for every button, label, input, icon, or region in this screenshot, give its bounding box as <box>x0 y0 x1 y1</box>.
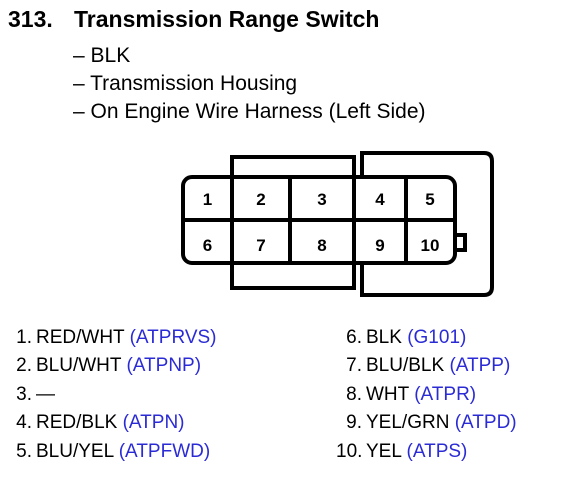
pin-number: 5. <box>16 440 32 462</box>
signal-name: (ATPS) <box>406 440 468 462</box>
pin-number: 4. <box>16 412 32 434</box>
connector-tab <box>455 233 467 252</box>
list-item: 2.BLU/WHT (ATPNP) <box>6 352 266 380</box>
wire-color: BLK <box>366 327 402 348</box>
connector-latch-housing <box>360 151 494 297</box>
pin-label: 4 <box>375 190 385 209</box>
list-item: 10.YEL (ATPS) <box>336 438 574 466</box>
signal-name: (ATPNP) <box>126 355 202 377</box>
list-item: 7.BLU/BLK (ATPP) <box>336 352 574 380</box>
wire-color: BLU/WHT <box>36 355 122 377</box>
detail-harness: – On Engine Wire Harness (Left Side) <box>73 100 426 123</box>
detail-color: – BLK <box>73 44 131 67</box>
pin-label: 5 <box>425 190 434 209</box>
connector-key-upper <box>230 155 356 177</box>
pin-label: 2 <box>256 190 265 209</box>
wire-color: RED/WHT <box>36 327 125 348</box>
list-item: 6.BLK (G101) <box>336 324 574 352</box>
list-item: 5.BLU/YEL (ATPFWD) <box>6 438 266 466</box>
wire-color: YEL/GRN <box>366 412 450 434</box>
list-item: 4.RED/BLK (ATPN) <box>6 409 266 437</box>
pin-number: 9. <box>346 412 362 434</box>
pin-number: 6. <box>346 327 362 348</box>
signal-name: (ATPR) <box>414 383 477 405</box>
pin-number: 10. <box>336 440 363 462</box>
title-text: Transmission Range Switch <box>74 6 380 32</box>
connector-key-lower <box>230 263 356 290</box>
pin-number: 7. <box>346 355 362 377</box>
detail-location: – Transmission Housing <box>73 72 298 95</box>
signal-name: (G101) <box>407 327 467 348</box>
signal-name: (ATPP) <box>449 355 511 377</box>
wire-color: — <box>36 383 55 405</box>
wire-color: RED/BLK <box>36 412 118 434</box>
signal-name: (ATPD) <box>454 412 517 434</box>
wire-color: BLU/BLK <box>366 355 445 377</box>
list-item: 1.RED/WHT (ATPRVS) <box>6 324 266 352</box>
section-number: 313. <box>8 6 53 32</box>
signal-name: (ATPFWD) <box>118 440 211 462</box>
pin-label: 10 <box>421 236 440 255</box>
pin-label: 6 <box>203 236 212 255</box>
pin-number: 3. <box>16 383 32 405</box>
list-item: 3.— <box>6 381 266 409</box>
page-title: 313. Transmission Range Switch <box>8 6 379 33</box>
pin-number: 2. <box>16 355 32 377</box>
list-item: 9.YEL/GRN (ATPD) <box>336 409 574 437</box>
pin-list-left: 1.RED/WHT (ATPRVS) 2.BLU/WHT (ATPNP) 3.—… <box>6 324 266 466</box>
pin-label: 1 <box>203 190 212 209</box>
wire-color: WHT <box>366 383 409 405</box>
list-item: 8.WHT (ATPR) <box>336 381 574 409</box>
pin-label: 3 <box>317 190 326 209</box>
wire-color: BLU/YEL <box>36 440 114 462</box>
pin-number: 8. <box>346 383 362 405</box>
pin-number: 1. <box>16 327 32 348</box>
wire-color: YEL <box>366 440 402 462</box>
pin-list-right: 6.BLK (G101) 7.BLU/BLK (ATPP) 8.WHT (ATP… <box>336 324 574 466</box>
pin-label: 8 <box>317 236 326 255</box>
pin-label: 9 <box>375 236 384 255</box>
pin-label: 7 <box>256 236 265 255</box>
signal-name: (ATPN) <box>122 412 185 434</box>
signal-name: (ATPRVS) <box>129 327 217 348</box>
